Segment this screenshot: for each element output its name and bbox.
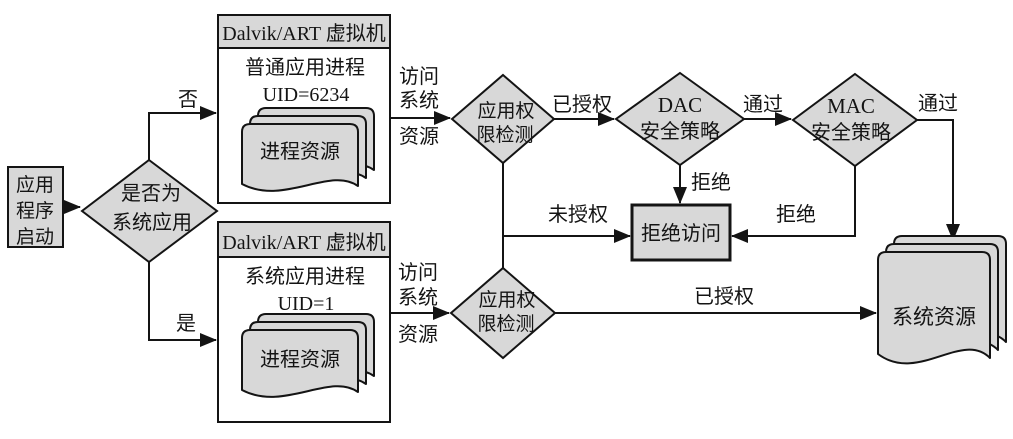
dac-policy-line2: 安全策略 [640,120,720,143]
label-access-top-3: 资源 [399,125,439,148]
label-access-bottom-1: 访问 [398,261,438,284]
process-resource-doc-stack-bottom: 进程资源 [241,313,375,398]
vm-normal-title: Dalvik/ART 虚拟机 [222,22,385,45]
perm-check-top-line1: 应用权 [477,100,534,122]
dac-policy-diamond [614,71,746,167]
arrow-no-branch [148,106,217,160]
node-perm-check-top: 应用权 限检测 [450,73,556,165]
vm-system-uid: UID=1 [278,293,335,315]
vm-system-header [217,221,391,258]
node-is-system-app: 是否为 系统应用 [80,158,219,264]
label-deny-mac: 拒绝 [776,203,816,226]
edges [63,106,960,347]
vm-system-resource-label: 进程资源 [260,348,340,371]
perm-check-bottom-diamond [449,266,557,360]
label-access-top-1: 访问 [399,65,439,88]
node-vm-system: Dalvik/ART 虚拟机 系统应用进程 UID=1 进程资源 [217,221,391,423]
vm-normal-header [217,14,391,49]
label-unauthorized: 未授权 [548,203,608,226]
deny-access-box [630,203,732,262]
label-authorized-bottom: 已授权 [694,285,754,308]
dac-policy-line1: DAC [658,93,702,117]
vm-system-process: 系统应用进程 [245,265,365,288]
app-start-line1: 应用 [16,174,54,196]
label-access-top-2: 系统 [399,89,439,112]
perm-check-top-diamond [450,73,556,165]
label-pass-mac-out: 通过 [918,92,958,115]
label-access-bottom-2: 系统 [398,286,438,309]
node-app-start: 应用 程序 启动 [7,166,64,248]
label-authorized-top: 已授权 [552,93,612,116]
arrow-mac-deny [731,166,856,243]
is-system-app-line1: 是否为 [121,182,181,205]
label-access-bottom-3: 资源 [398,323,438,346]
perm-check-bottom-line2: 限检测 [477,313,534,335]
label-no: 否 [178,89,198,111]
node-vm-normal: Dalvik/ART 虚拟机 普通应用进程 UID=6234 进程资源 [217,14,391,204]
vm-normal-process: 普通应用进程 [245,56,365,79]
mac-policy-line2: 安全策略 [811,121,891,144]
label-deny-dac: 拒绝 [691,171,731,194]
deny-access-label: 拒绝访问 [641,222,721,245]
vm-normal-uid: UID=6234 [263,84,350,106]
arrow-mac-pass-to-resource [917,119,960,241]
vm-normal-resource-label: 进程资源 [260,140,340,163]
label-yes: 是 [176,313,196,335]
app-start-box [7,166,64,248]
perm-check-top-line2: 限检测 [476,124,533,146]
node-dac-policy: DAC 安全策略 [614,71,746,167]
node-deny-access: 拒绝访问 [630,203,732,262]
node-perm-check-bottom: 应用权 限检测 [449,266,557,360]
label-pass-dac-mac: 通过 [743,93,783,116]
arrow-yes-branch [148,262,217,347]
vm-system-title: Dalvik/ART 虚拟机 [222,231,385,254]
process-resource-doc-stack-top: 进程资源 [241,107,375,192]
system-resource-doc-stack: 系统资源 [877,235,1007,365]
mac-policy-line1: MAC [827,94,875,118]
mac-policy-diamond [791,72,919,168]
is-system-app-line2: 系统应用 [112,211,192,234]
app-start-line3: 启动 [16,226,54,248]
is-system-app-diamond [80,158,219,264]
app-start-line2: 程序 [16,200,54,222]
system-resource-label: 系统资源 [892,305,976,329]
node-mac-policy: MAC 安全策略 [791,72,919,168]
edge-labels: 否 是 访问 系统 资源 访问 系统 资源 已授权 通过 通过 拒绝 拒绝 未授… [176,65,958,346]
perm-check-bottom-line1: 应用权 [478,289,535,311]
